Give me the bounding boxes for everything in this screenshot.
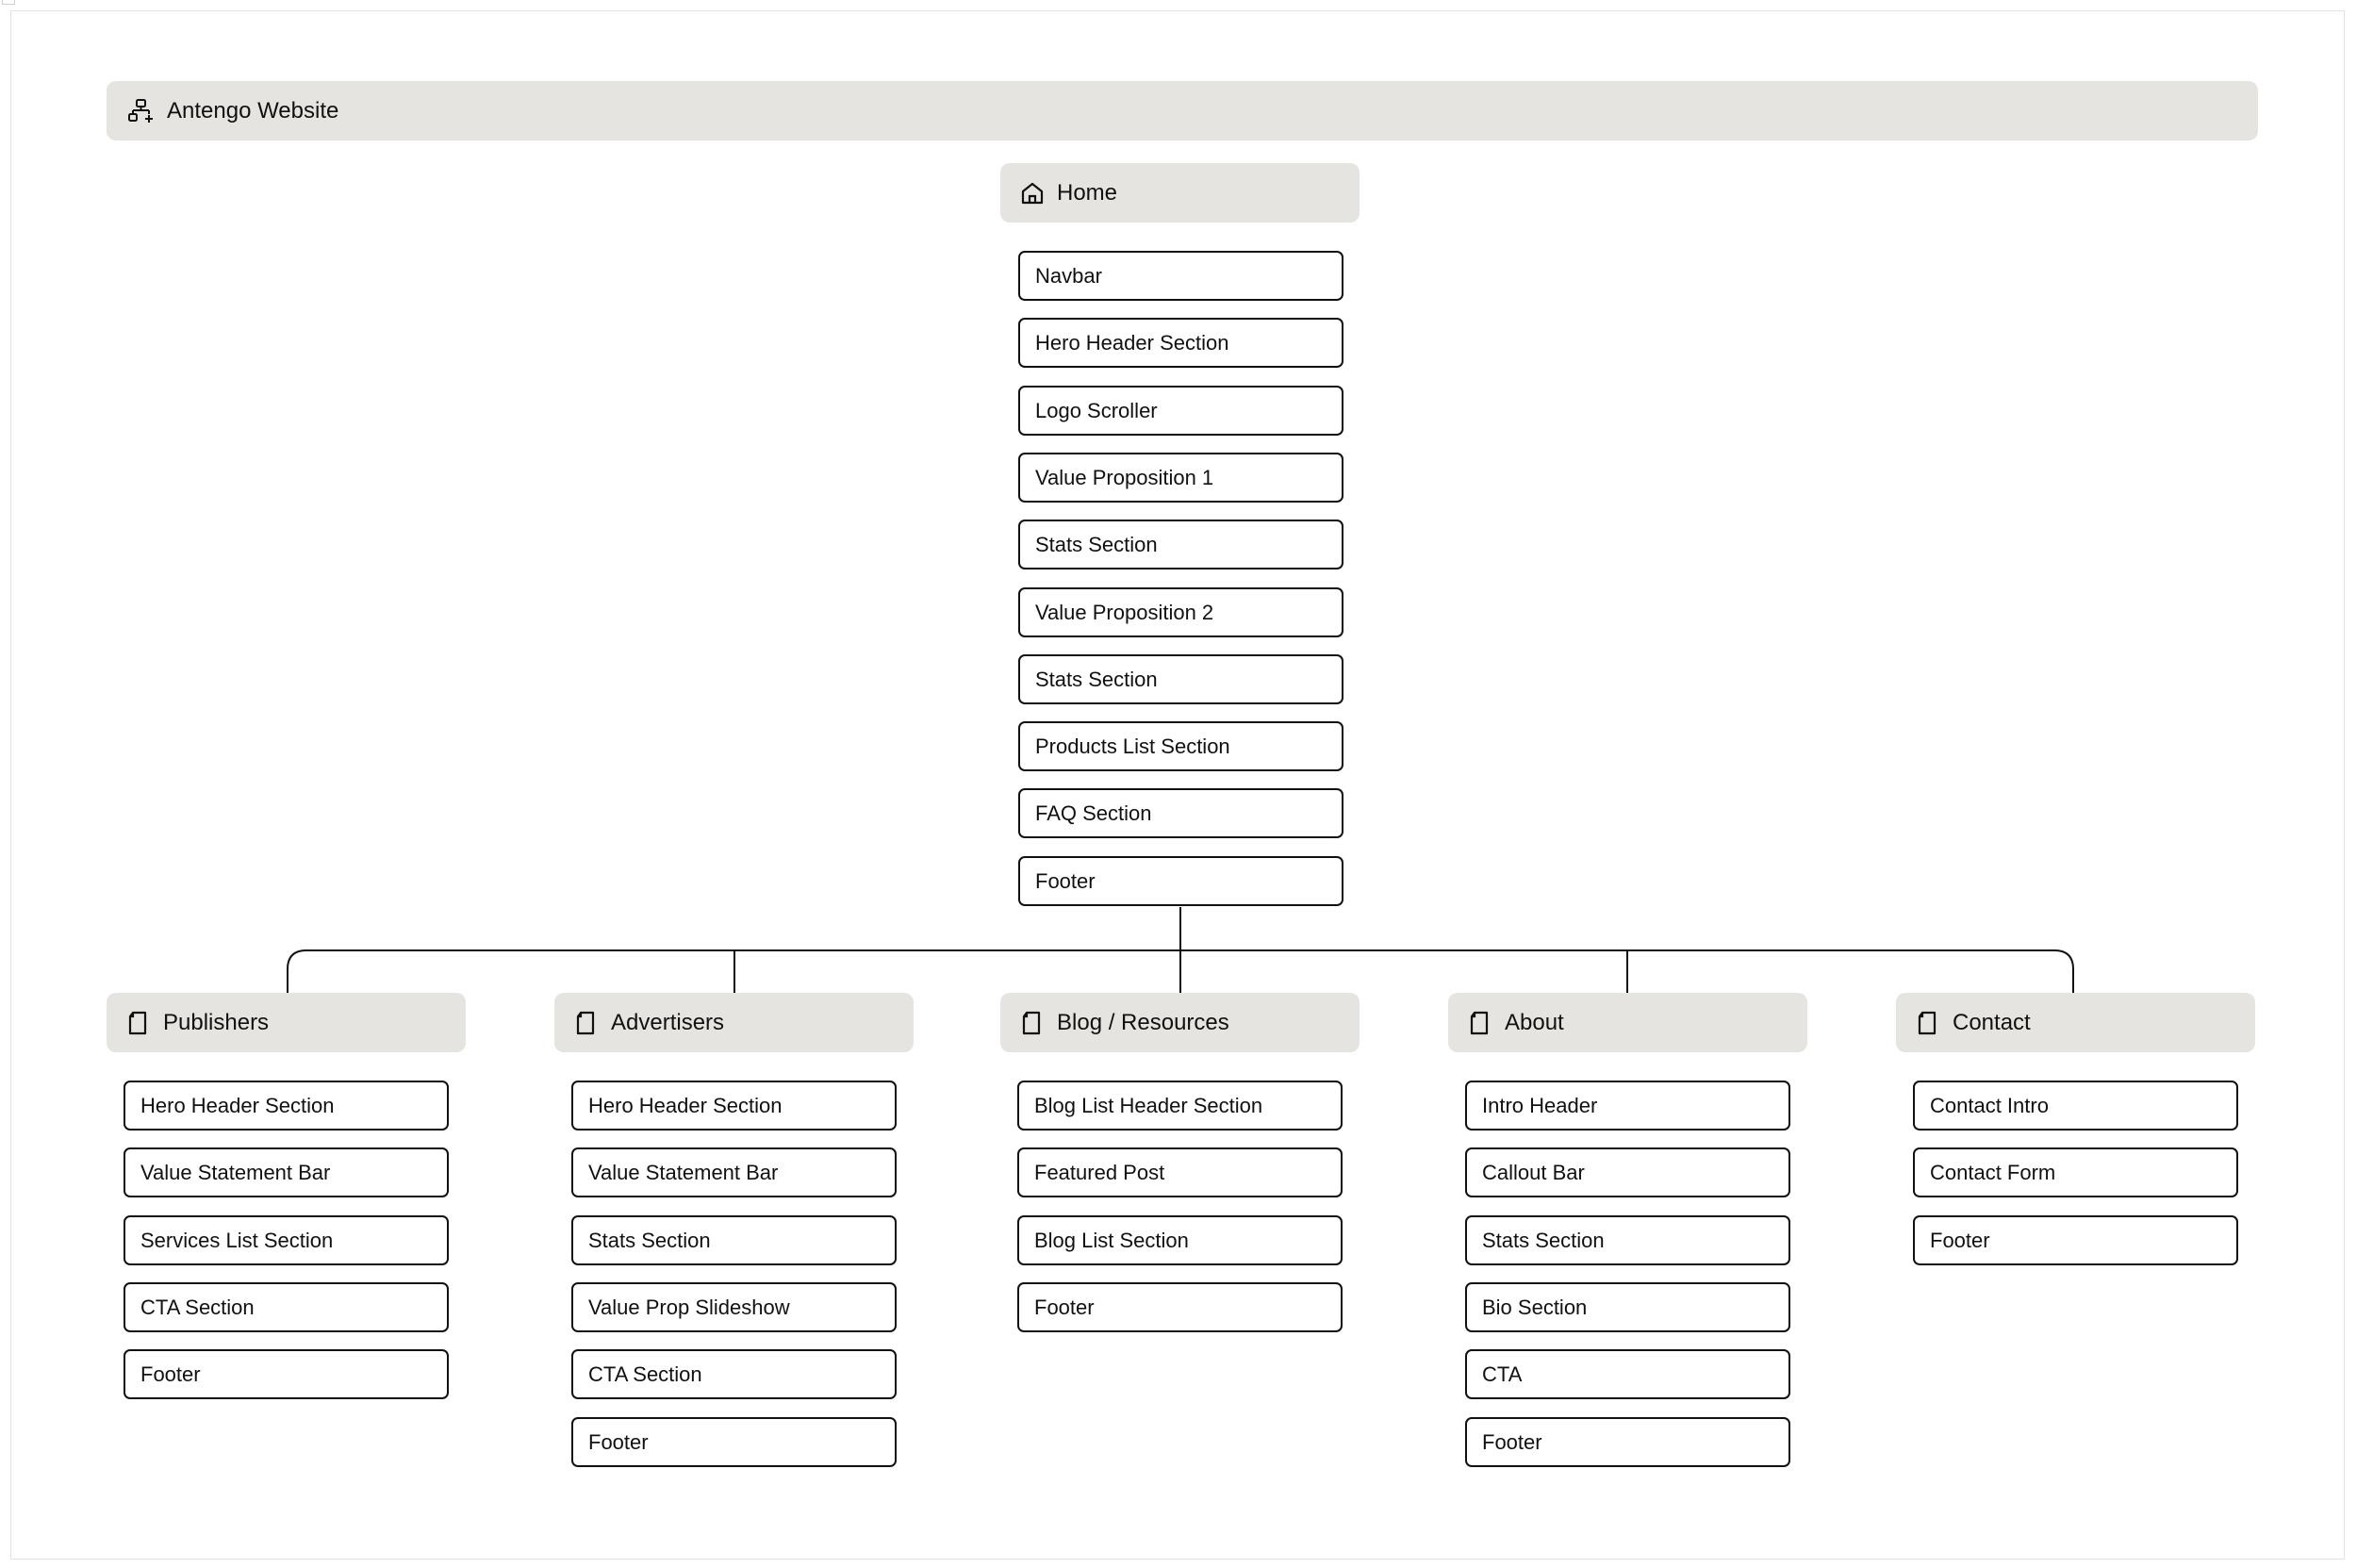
page-title-about: About [1505, 1009, 1564, 1035]
home-section-faq-section[interactable]: FAQ Section [1018, 788, 1343, 838]
advertisers-section-value-statement-bar[interactable]: Value Statement Bar [571, 1147, 897, 1197]
home-section-logo-scroller[interactable]: Logo Scroller [1018, 386, 1343, 436]
home-section-footer[interactable]: Footer [1018, 856, 1343, 906]
advertisers-section-stats-section[interactable]: Stats Section [571, 1215, 897, 1265]
page-card-contact[interactable]: Contact [1896, 993, 2255, 1052]
blog-resources-section-footer[interactable]: Footer [1017, 1282, 1343, 1332]
page-icon [1918, 1011, 1937, 1034]
contact-section-contact-intro[interactable]: Contact Intro [1913, 1081, 2238, 1131]
publishers-section-cta-section[interactable]: CTA Section [124, 1282, 449, 1332]
advertisers-section-hero-header-section[interactable]: Hero Header Section [571, 1081, 897, 1131]
home-section-value-proposition-1[interactable]: Value Proposition 1 [1018, 453, 1343, 503]
publishers-section-services-list-section[interactable]: Services List Section [124, 1215, 449, 1265]
about-section-bio-section[interactable]: Bio Section [1465, 1282, 1790, 1332]
advertisers-section-cta-section[interactable]: CTA Section [571, 1349, 897, 1399]
blog-resources-section-blog-list-header-section[interactable]: Blog List Header Section [1017, 1081, 1343, 1131]
blog-resources-section-blog-list-section[interactable]: Blog List Section [1017, 1215, 1343, 1265]
home-section-stats-section[interactable]: Stats Section [1018, 654, 1343, 704]
page-card-about[interactable]: About [1448, 993, 1807, 1052]
page-card-publishers[interactable]: Publishers [107, 993, 466, 1052]
contact-section-contact-form[interactable]: Contact Form [1913, 1147, 2238, 1197]
about-section-callout-bar[interactable]: Callout Bar [1465, 1147, 1790, 1197]
home-section-stats-section[interactable]: Stats Section [1018, 520, 1343, 569]
publishers-section-hero-header-section[interactable]: Hero Header Section [124, 1081, 449, 1131]
page-title-advertisers: Advertisers [611, 1009, 725, 1035]
page-title-contact: Contact [1953, 1009, 2031, 1035]
advertisers-section-footer[interactable]: Footer [571, 1417, 897, 1467]
home-section-value-proposition-2[interactable]: Value Proposition 2 [1018, 587, 1343, 637]
page-title-blog-resources: Blog / Resources [1057, 1009, 1229, 1035]
home-section-hero-header-section[interactable]: Hero Header Section [1018, 318, 1343, 368]
about-section-footer[interactable]: Footer [1465, 1417, 1790, 1467]
home-section-products-list-section[interactable]: Products List Section [1018, 721, 1343, 771]
site-header: Antengo Website [107, 81, 2258, 140]
sitemap-icon [128, 98, 153, 123]
publishers-section-value-statement-bar[interactable]: Value Statement Bar [124, 1147, 449, 1197]
blog-resources-section-featured-post[interactable]: Featured Post [1017, 1147, 1343, 1197]
publishers-section-footer[interactable]: Footer [124, 1349, 449, 1399]
advertisers-section-value-prop-slideshow[interactable]: Value Prop Slideshow [571, 1282, 897, 1332]
corner-mark [2, 0, 15, 5]
page-card-advertisers[interactable]: Advertisers [554, 993, 914, 1052]
page-icon [1470, 1011, 1489, 1034]
home-section-navbar[interactable]: Navbar [1018, 251, 1343, 301]
about-section-intro-header[interactable]: Intro Header [1465, 1081, 1790, 1131]
page-icon [1022, 1011, 1041, 1034]
page-title-home: Home [1057, 179, 1118, 206]
page-card-blog-resources[interactable]: Blog / Resources [1000, 993, 1360, 1052]
page-title-publishers: Publishers [163, 1009, 270, 1035]
contact-section-footer[interactable]: Footer [1913, 1215, 2238, 1265]
page-icon [576, 1011, 595, 1034]
home-icon [1021, 182, 1044, 204]
about-section-cta[interactable]: CTA [1465, 1349, 1790, 1399]
page-icon [128, 1011, 147, 1034]
about-section-stats-section[interactable]: Stats Section [1465, 1215, 1790, 1265]
page-card-home[interactable]: Home [1000, 163, 1360, 223]
site-title: Antengo Website [167, 97, 339, 124]
